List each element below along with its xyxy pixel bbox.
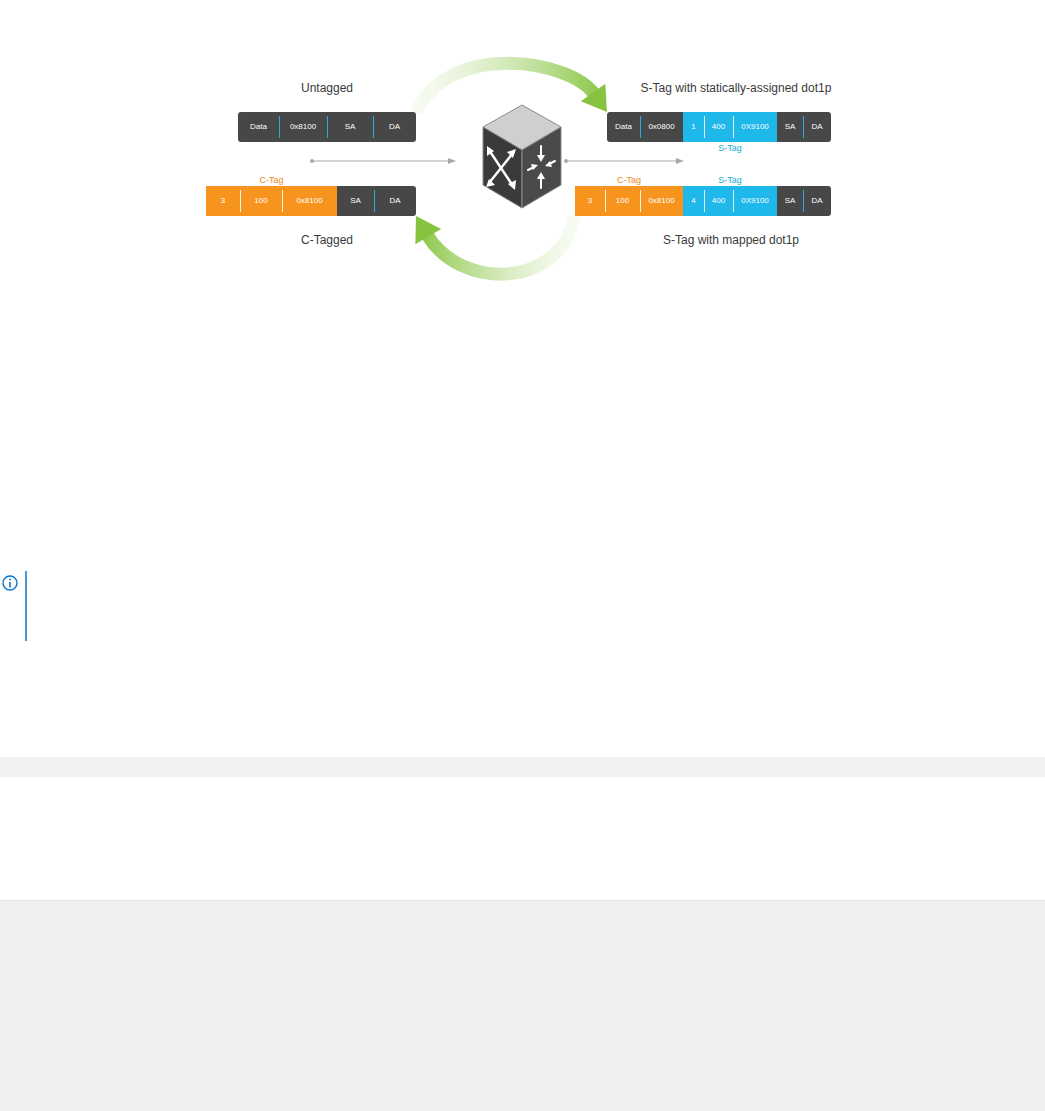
field-divider xyxy=(803,190,804,212)
tag-group: S-Tag14000X9100 xyxy=(683,112,777,142)
frame-heading: C-Tagged xyxy=(301,233,353,247)
tag-label: C-Tag xyxy=(259,175,283,185)
field-divider xyxy=(282,190,283,212)
frame-box: S-Tag with mapped dot1pC-Tag31000x8100S-… xyxy=(575,186,831,216)
field-value: 400 xyxy=(712,122,725,131)
frame-field: Data xyxy=(238,112,279,142)
frame-field: 400 xyxy=(704,112,733,142)
frame-field: 0x8100 xyxy=(640,186,683,216)
page-band xyxy=(0,757,1045,777)
frame-field: 3 xyxy=(575,186,605,216)
field-divider xyxy=(704,190,705,212)
frame-heading: S-Tag with mapped dot1p xyxy=(663,233,799,247)
arrow-head xyxy=(581,84,607,112)
flow-curve-arrow xyxy=(416,63,607,112)
flow-arrow xyxy=(310,158,456,164)
frame-box: S-Tag with statically-assigned dot1pData… xyxy=(607,112,831,142)
switch-icon xyxy=(483,105,561,208)
frame-field: DA xyxy=(803,112,831,142)
flow-curve xyxy=(427,216,575,274)
frame-field: Data xyxy=(607,112,640,142)
frame-field: DA xyxy=(373,112,416,142)
field-divider xyxy=(373,116,374,138)
field-divider xyxy=(327,116,328,138)
field-value: SA xyxy=(345,122,356,131)
tag-group: C-Tag31000x8100 xyxy=(575,186,683,216)
frame-field: SA xyxy=(777,186,803,216)
info-icon xyxy=(3,576,17,590)
frame-box: C-TaggedC-Tag31000x8100SADA xyxy=(206,186,416,216)
tag-label: S-Tag xyxy=(718,175,742,185)
field-divider xyxy=(733,190,734,212)
tag-label: C-Tag xyxy=(617,175,641,185)
field-divider xyxy=(240,190,241,212)
frame-field: 0x0800 xyxy=(640,112,683,142)
field-value: 0x8100 xyxy=(648,196,674,205)
tag-group: S-Tag44000X9100 xyxy=(683,186,777,216)
frame-field: SA xyxy=(327,112,373,142)
field-divider xyxy=(640,116,641,138)
field-divider xyxy=(605,190,606,212)
field-value: 4 xyxy=(691,196,695,205)
frame-field: 0x8100 xyxy=(279,112,327,142)
frame-field: 100 xyxy=(605,186,640,216)
frame-field: 3 xyxy=(206,186,240,216)
field-divider xyxy=(374,190,375,212)
field-value: Data xyxy=(615,122,632,131)
frame-field: 1 xyxy=(683,112,704,142)
field-value: 0X9100 xyxy=(741,122,769,131)
field-value: SA xyxy=(785,196,796,205)
frame-field: SA xyxy=(777,112,803,142)
field-value: SA xyxy=(350,196,361,205)
frame-field: 4 xyxy=(683,186,704,216)
frame-box: UntaggedData0x8100SADA xyxy=(238,112,416,142)
tag-group: C-Tag31000x8100 xyxy=(206,186,337,216)
frame-heading: Untagged xyxy=(301,81,353,95)
field-value: 3 xyxy=(588,196,592,205)
field-value: 100 xyxy=(616,196,629,205)
flow-curve xyxy=(416,63,594,112)
field-value: 0x0800 xyxy=(648,122,674,131)
field-value: 100 xyxy=(254,196,267,205)
frame-field: 0x8100 xyxy=(282,186,337,216)
field-value: 3 xyxy=(221,196,225,205)
field-value: 0X9100 xyxy=(741,196,769,205)
field-value: DA xyxy=(811,196,822,205)
field-value: 1 xyxy=(691,122,695,131)
field-divider xyxy=(803,116,804,138)
field-divider xyxy=(279,116,280,138)
field-value: DA xyxy=(389,122,400,131)
frame-field: 0X9100 xyxy=(733,186,777,216)
flow-curve-arrow xyxy=(415,216,575,274)
field-divider xyxy=(640,190,641,212)
frame-field: 100 xyxy=(240,186,282,216)
frame-field: SA xyxy=(337,186,374,216)
field-divider xyxy=(733,116,734,138)
field-value: Data xyxy=(250,122,267,131)
field-value: DA xyxy=(811,122,822,131)
tag-label: S-Tag xyxy=(718,143,742,153)
note-bar xyxy=(25,571,27,641)
field-value: 400 xyxy=(712,196,725,205)
field-value: SA xyxy=(785,122,796,131)
frame-heading: S-Tag with statically-assigned dot1p xyxy=(641,81,832,95)
frame-field: 400 xyxy=(704,186,733,216)
field-divider xyxy=(704,116,705,138)
frame-field: DA xyxy=(803,186,831,216)
field-value: 0x8100 xyxy=(296,196,322,205)
page-panel xyxy=(0,900,1045,1111)
flow-arrow xyxy=(564,158,684,164)
arrow-head xyxy=(415,216,441,244)
field-value: DA xyxy=(389,196,400,205)
panel-edge xyxy=(0,900,1045,901)
frame-field: DA xyxy=(374,186,416,216)
field-value: 0x8100 xyxy=(290,122,316,131)
frame-field: 0X9100 xyxy=(733,112,777,142)
